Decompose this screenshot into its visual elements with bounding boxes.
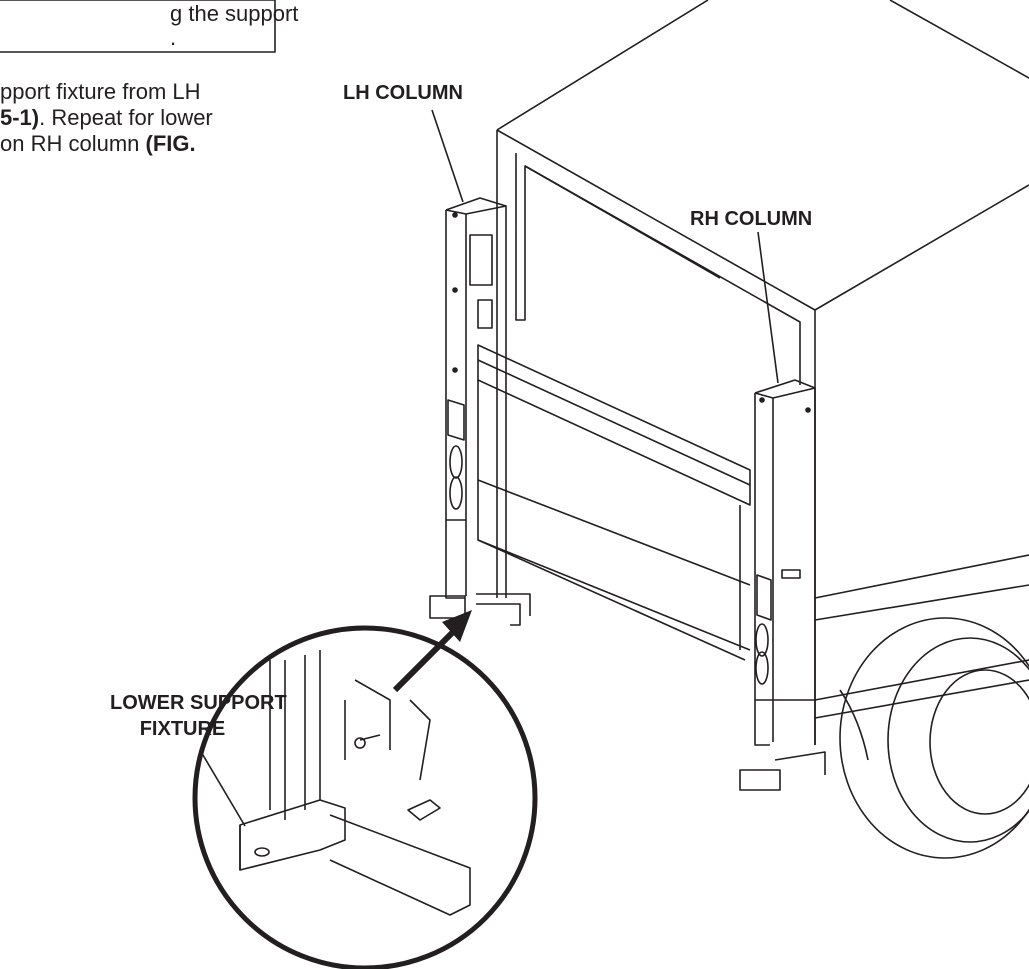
instruction-line2-text: . Repeat for lower [39,105,213,130]
lower-support-label-line1: LOWER SUPPORT [110,692,287,714]
lower-support-leader [199,749,246,827]
figure-reference: 5-1) [0,105,40,130]
lower-support-label-line2: FIXTURE [139,718,226,740]
rear-wheel [839,617,1029,859]
zoom-arrow [392,610,472,693]
note-box [0,0,276,53]
instruction-line3: on RH column (FIG. [0,131,196,156]
rh-column-drawing [739,379,826,791]
lh-column-label: LH COLUMN [343,82,463,104]
lh-column-leader [431,109,464,203]
instruction-line3-text: on RH column [0,131,146,156]
figure-reference-2: (FIG. [145,131,196,156]
note-text-line2: . [170,25,177,50]
truck-body [496,0,1029,745]
instruction-line1: pport fixture from LH [0,79,201,104]
note-text-line1: g the support [170,1,299,26]
platform [477,344,751,661]
lh-column-drawing [429,197,531,626]
rh-column-label: RH COLUMN [690,208,813,230]
rh-column-leader [757,231,779,384]
detail-circle [192,625,538,969]
instruction-line2: 5-1). Repeat for lower [0,105,213,130]
